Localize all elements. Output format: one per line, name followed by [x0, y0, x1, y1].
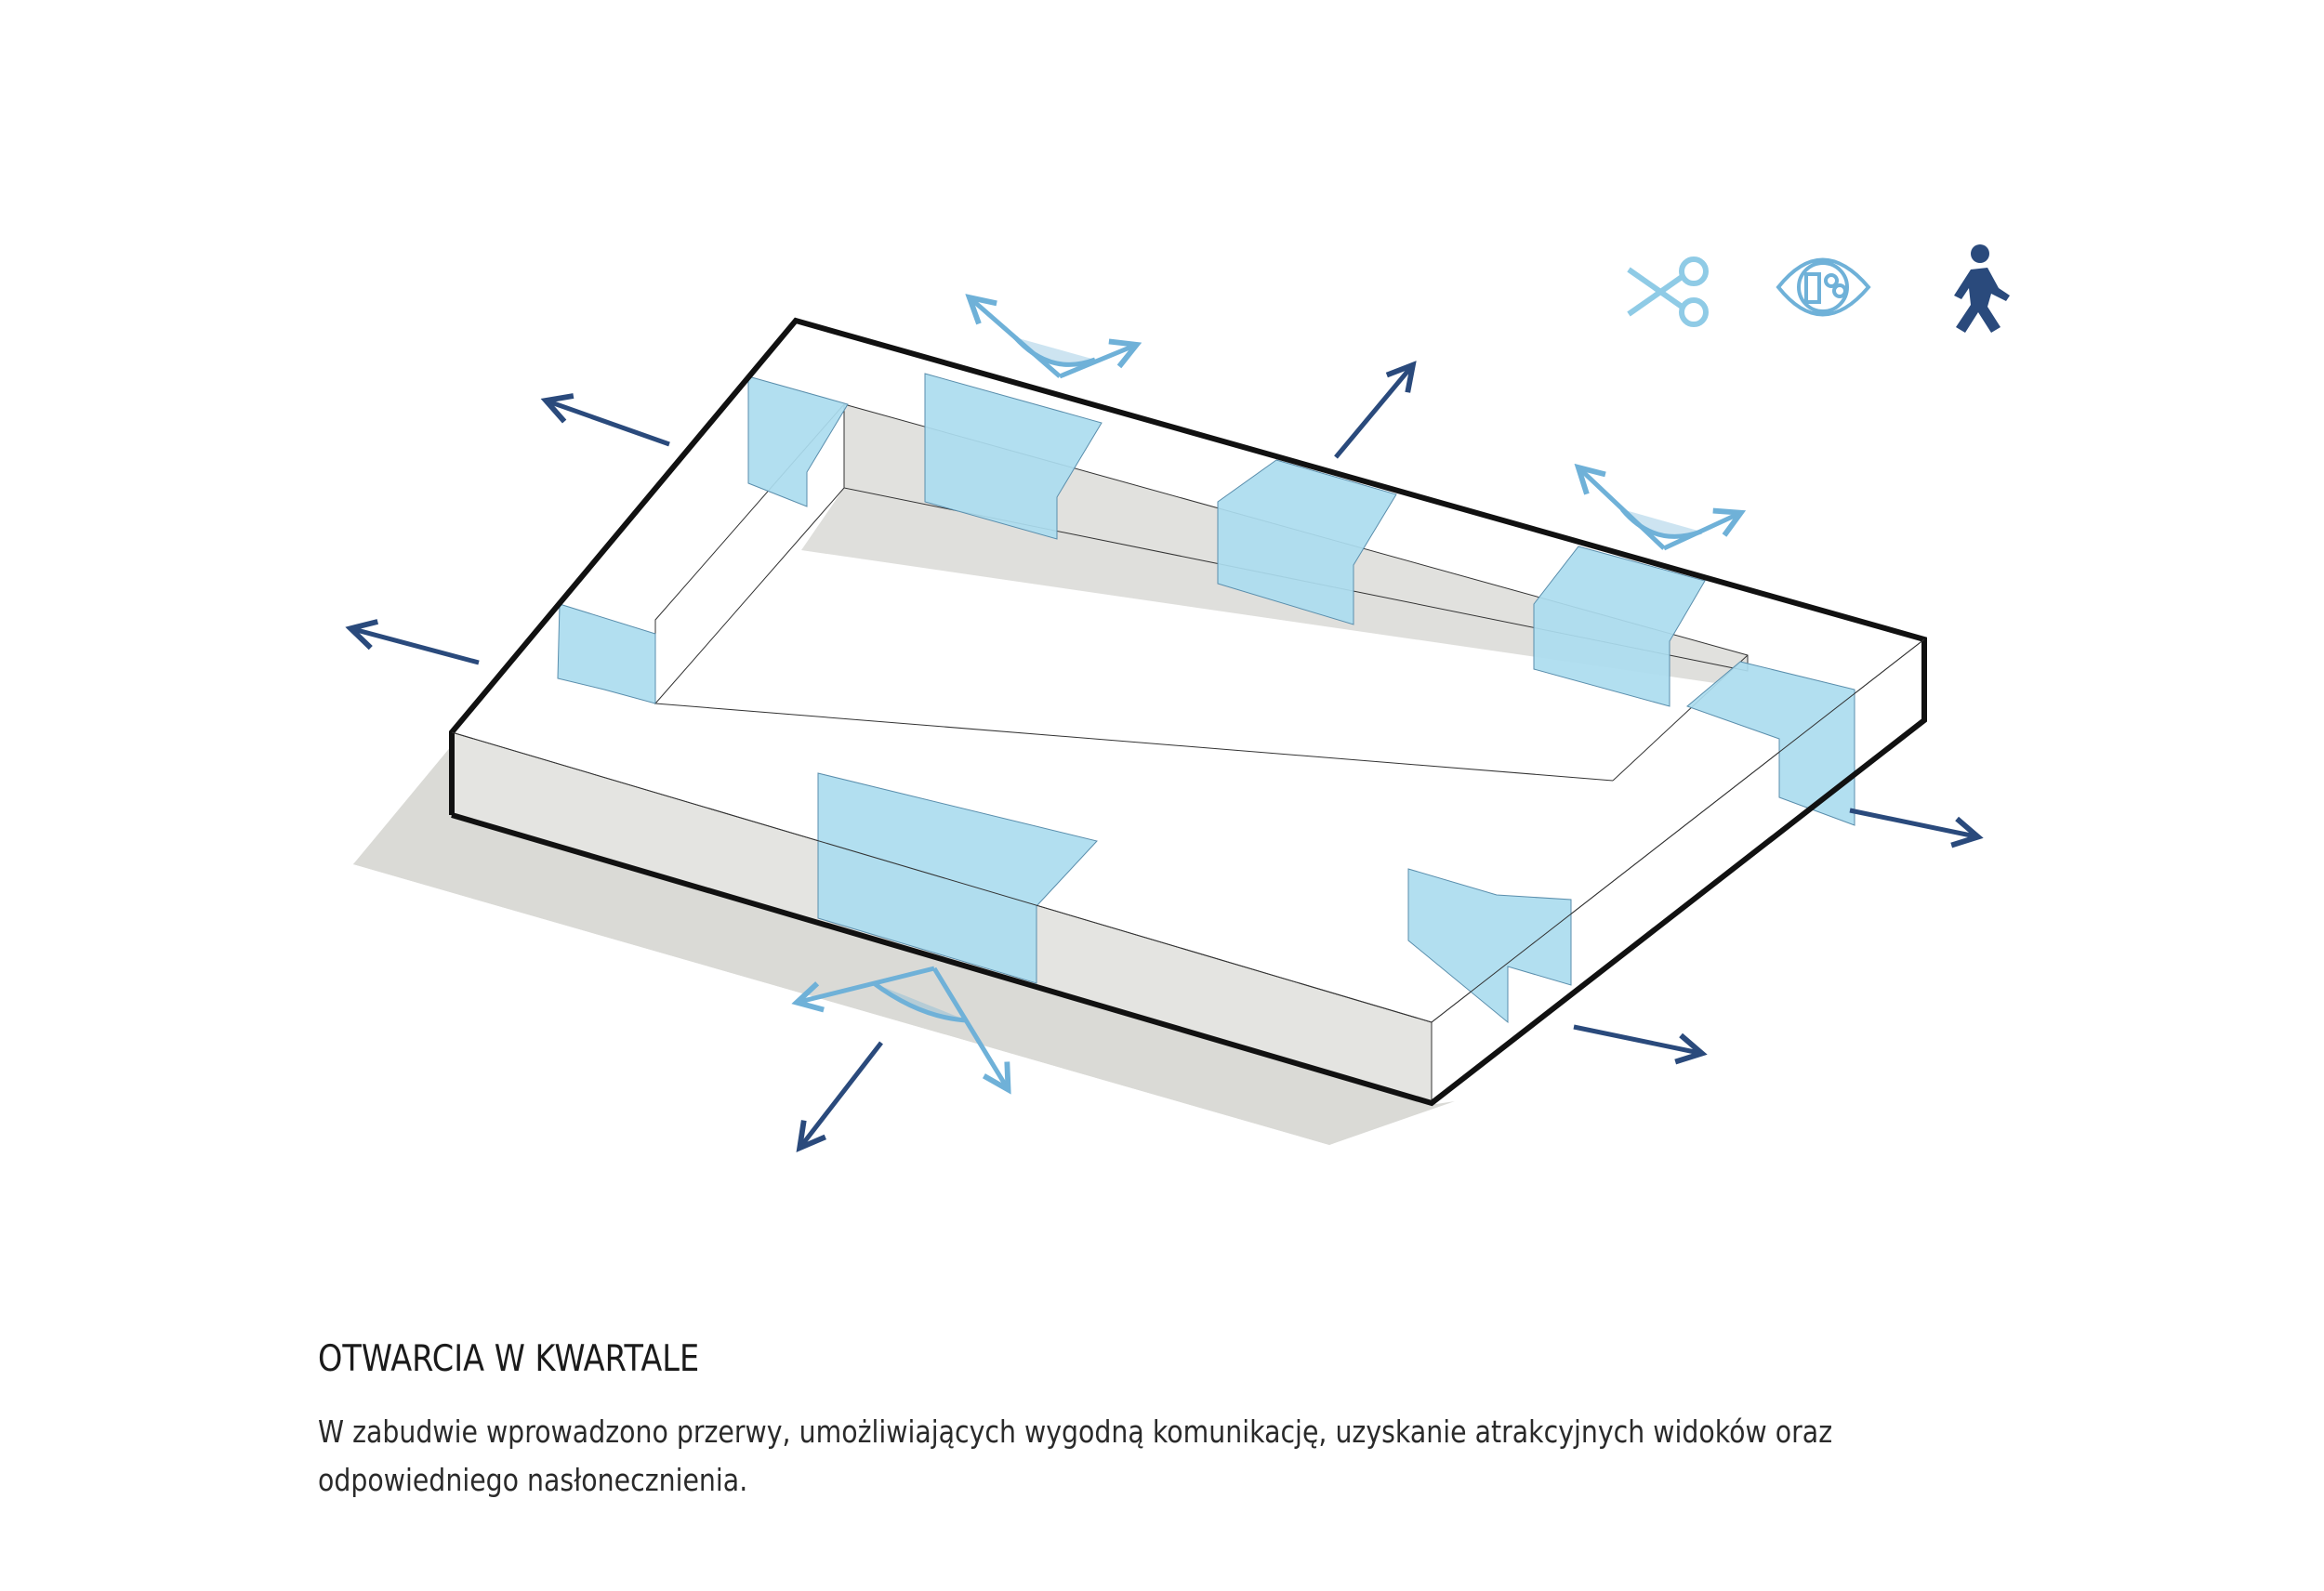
outline-ridge-east — [1431, 638, 1925, 1023]
view-angle-3-arc — [872, 980, 968, 1023]
openings — [557, 373, 1855, 1024]
opening-west — [557, 603, 656, 704]
arrow-east-2 — [1573, 1024, 1699, 1053]
arrow-north — [1334, 367, 1411, 459]
eye-view-icon — [1776, 257, 1871, 317]
opening-north-1 — [747, 375, 849, 507]
opening-north-2 — [924, 373, 1103, 540]
arrow-northwest-1 — [548, 401, 670, 447]
outline-ridge — [451, 731, 1433, 1023]
opening-east — [1407, 868, 1572, 1024]
scissors-icon — [1627, 256, 1709, 327]
view-angles — [799, 299, 1738, 1087]
view-angle-2-ray-a — [1580, 469, 1666, 550]
view-angle-1-ray-b — [1059, 346, 1134, 379]
opening-north-4 — [1533, 546, 1706, 707]
pedestrian-icon — [1954, 244, 2010, 333]
inner-edge-south — [654, 703, 1614, 782]
legend — [1627, 244, 2010, 333]
arrow-east-1 — [1849, 808, 1975, 836]
caption: OTWARCIA W KWARTALE W zabudwie wprowadzo… — [318, 1338, 1898, 1505]
caption-title: OTWARCIA W KWARTALE — [318, 1338, 700, 1380]
opening-north-3 — [1217, 459, 1397, 625]
view-angle-1-arc — [1013, 335, 1096, 367]
caption-description: W zabudwie wprowadzono przerwy, umożliwi… — [318, 1413, 1833, 1498]
arrow-southwest — [801, 1041, 883, 1146]
view-angle-2-arc — [1620, 507, 1702, 539]
arrow-northwest-2 — [353, 629, 480, 665]
view-angle-2-ray-b — [1662, 514, 1738, 551]
view-angle-3-ray-a — [799, 966, 935, 1002]
opening-northeast — [1686, 661, 1855, 826]
view-angle-3-ray-b — [931, 966, 1007, 1087]
direction-arrows — [353, 367, 1975, 1146]
opening-south — [817, 772, 1098, 984]
